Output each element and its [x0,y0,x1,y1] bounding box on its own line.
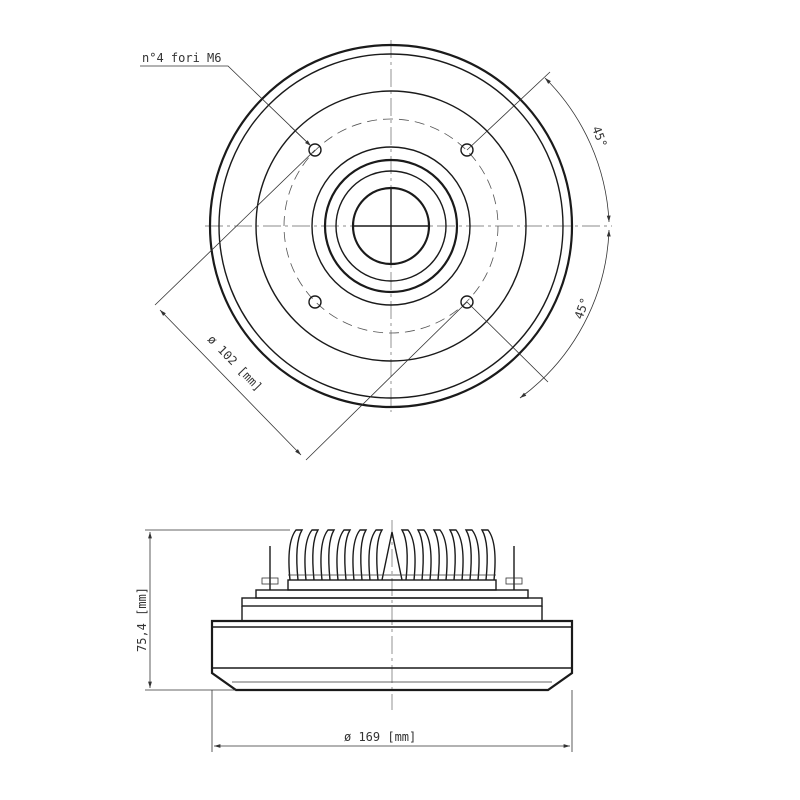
bolt-hole-top-left [308,143,322,157]
angle-label-bottom: 45° [572,296,593,321]
angle-extension-top [466,71,551,151]
inner-ring-1 [311,146,471,306]
height-label: 75,4 [mm] [135,587,149,652]
stud-nut-left [261,577,279,585]
stud-nut-right [505,577,523,585]
angle-arc-bottom [519,229,611,399]
body-outline [210,619,574,692]
holes-label: n°4 fori M6 [142,51,221,65]
angle-label-top: 45° [589,124,610,149]
bolt-diameter-dimension-line [159,309,302,456]
diameter-label: ø 169 [mm] [344,730,416,744]
bolt-hole-bottom-right [460,295,474,309]
side-view: 75,4 [mm] ø 169 [mm] [135,520,574,752]
fins-left [288,529,384,581]
center-cone [381,531,403,581]
bolt-hole-top-right [460,143,474,157]
fins-right [400,529,496,581]
mount-plate-bottom [241,597,543,607]
outer-rim-circle [208,43,574,409]
bolt-diameter-extension-2 [305,301,468,461]
flange-circle [255,90,527,362]
top-view: n°4 fori M6 45° 45° ø 102 [mm] [140,40,612,461]
bolt-diameter-extension-1 [154,149,316,306]
holes-leader-arrow [289,125,312,147]
angle-extension-bottom [466,301,549,383]
bolt-hole-bottom-left [308,295,322,309]
angle-arc-top [544,77,611,223]
bolt-circle [283,118,499,334]
inner-ring-3 [335,170,447,282]
fin-base [287,579,497,591]
outer-rim-inner-circle [218,53,564,399]
holes-leader-line [140,65,310,145]
inner-ring-2 [323,158,459,294]
bolt-diameter-label: ø 102 [mm] [205,332,265,394]
